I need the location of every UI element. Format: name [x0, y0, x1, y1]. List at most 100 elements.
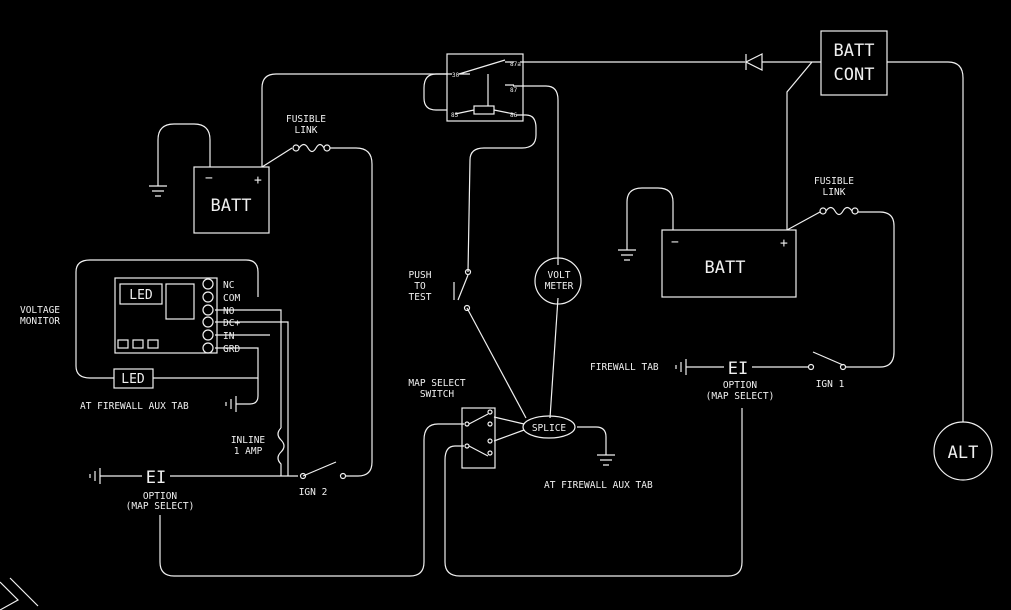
ign2-switch: IGN 2 — [299, 461, 347, 498]
right-battery: − + BATT — [661, 229, 797, 298]
option-right-2: (MAP SELECT) — [706, 391, 775, 402]
push-to-test-2: TO — [414, 281, 426, 292]
fusible-link-left-2: LINK — [295, 125, 318, 136]
wire-switch-splice — [493, 416, 525, 442]
right-batt-minus: − — [671, 235, 679, 250]
push-to-test-1: PUSH — [409, 270, 432, 281]
wire-battcont-alt — [887, 61, 964, 422]
alternator: ALT — [933, 421, 993, 481]
fusible-link-right: FUSIBLE LINK — [814, 176, 859, 216]
option-right-1: OPTION — [723, 380, 758, 391]
led-remote-label: LED — [121, 372, 145, 387]
at-firewall-aux-tab-right: AT FIREWALL AUX TAB — [544, 480, 653, 491]
inline-fuse: INLINE 1 AMP — [231, 427, 285, 476]
terminal-grd: GRD — [223, 344, 240, 355]
ei-right-label: EI — [728, 359, 748, 379]
wire-pushtest-splice — [466, 307, 527, 419]
remote-led: LED — [113, 368, 154, 389]
at-firewall-aux-tab-left: AT FIREWALL AUX TAB — [80, 401, 189, 412]
option-left-2: (MAP SELECT) — [126, 501, 195, 512]
volt-meter-1: VOLT — [548, 270, 571, 281]
voltage-monitor-module: LED NC COM NO DC+ IN GRD — [114, 277, 240, 355]
wire-led-grd — [153, 347, 259, 379]
relay-pin-87: 87 — [510, 87, 518, 94]
left-battery: − + BATT — [193, 166, 270, 234]
left-batt-label: BATT — [211, 196, 252, 216]
wire-grd-ground — [236, 378, 259, 405]
volt-meter: VOLT METER — [534, 257, 582, 305]
ign2-label: IGN 2 — [299, 487, 328, 498]
volt-meter-2: METER — [545, 281, 574, 292]
ign1-switch: IGN 1 — [807, 351, 847, 390]
splice: SPLICE — [522, 415, 576, 439]
wire-relay-voltmeter — [513, 85, 559, 265]
terminal-no: NO — [223, 306, 235, 317]
left-batt-plus: + — [254, 173, 262, 188]
wire-relay-pushtest — [467, 114, 537, 273]
wire-switch-ei-right — [444, 408, 743, 577]
batt-cont-label-2: CONT — [834, 65, 875, 85]
wire-switch-ei-left — [159, 423, 464, 577]
fusible-link-left-1: FUSIBLE — [286, 114, 326, 125]
wire-rightbatt-fuse — [786, 211, 821, 231]
firewall-tab-label: FIREWALL TAB — [590, 362, 659, 373]
ei-left-label: EI — [146, 468, 166, 488]
wire-monitor-loop — [75, 259, 259, 379]
wire-no-fuse — [215, 309, 282, 428]
terminal-dc: DC+ — [223, 318, 240, 329]
wire-left-batt-relay — [261, 73, 447, 167]
wire-left-batt-fuse — [261, 147, 293, 168]
right-batt-plus: + — [780, 236, 788, 251]
relay-pin-85: 85 — [451, 112, 459, 119]
fusible-link-right-2: LINK — [823, 187, 846, 198]
left-batt-minus: − — [205, 171, 213, 186]
corner-arrow-icon — [0, 577, 39, 610]
map-select-switch: MAP SELECT SWITCH — [408, 378, 496, 469]
wire-rightbatt-ground — [626, 187, 674, 250]
push-to-test-3: TEST — [409, 292, 432, 303]
relay: 30 87a 87 85 86 — [446, 53, 524, 122]
map-select-switch-2: SWITCH — [420, 389, 455, 400]
wires — [75, 61, 964, 577]
fusible-link-left: FUSIBLE LINK — [286, 114, 331, 153]
push-to-test-switch: PUSH TO TEST — [409, 268, 472, 312]
wire-battcont-rightbatt — [786, 61, 813, 230]
right-batt-label: BATT — [705, 258, 746, 278]
ground-icon-right-batt — [618, 249, 636, 261]
led-module-label: LED — [129, 288, 153, 303]
relay-pin-86: 86 — [510, 112, 518, 119]
relay-pin-30: 30 — [452, 72, 460, 79]
alt-label: ALT — [948, 443, 979, 463]
option-left-1: OPTION — [143, 491, 178, 502]
wire-voltmeter-splice — [549, 297, 559, 419]
wire-ign1-fuse — [846, 211, 895, 368]
ei-left: EI OPTION (MAP SELECT) — [126, 468, 195, 512]
ground-icon-splice — [597, 454, 615, 466]
fusible-link-right-1: FUSIBLE — [814, 176, 854, 187]
voltage-monitor-label-2: MONITOR — [20, 316, 60, 327]
wire-dc-fuse — [215, 321, 289, 476]
ground-icon-ei-left — [89, 468, 101, 484]
relay-pin-87a: 87a — [510, 61, 521, 68]
wire-fuse-ign2 — [330, 147, 373, 477]
ei-right: EI OPTION (MAP SELECT) — [706, 359, 775, 402]
wire-relay-loop — [423, 73, 452, 111]
terminal-com: COM — [223, 293, 240, 304]
map-select-switch-1: MAP SELECT — [408, 378, 465, 389]
batt-cont-label-1: BATT — [834, 41, 875, 61]
voltage-monitor-label-1: VOLTAGE — [20, 305, 60, 316]
terminal-nc: NC — [223, 280, 234, 291]
ign1-label: IGN 1 — [816, 379, 845, 390]
terminal-in: IN — [223, 331, 235, 342]
ground-icon-left-batt — [149, 185, 167, 197]
inline-fuse-label-2: 1 AMP — [234, 446, 263, 457]
inline-fuse-label-1: INLINE — [231, 435, 266, 446]
diode-icon — [744, 53, 763, 71]
ground-icon-ei-right — [675, 359, 687, 375]
ground-icon-aux-tab — [225, 396, 237, 412]
batt-cont-box: BATT CONT — [820, 30, 888, 96]
wire-splice-ground — [577, 426, 607, 455]
splice-label: SPLICE — [532, 423, 567, 434]
wire-left-batt-ground — [157, 123, 211, 186]
